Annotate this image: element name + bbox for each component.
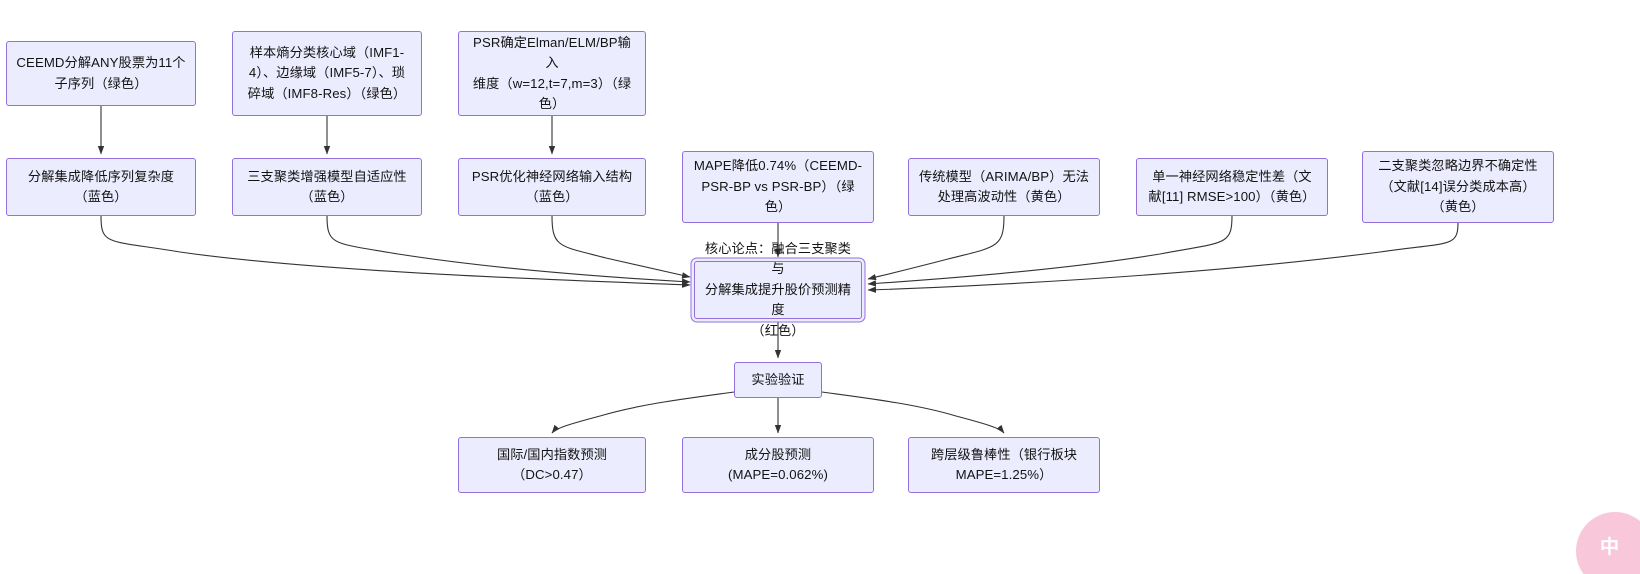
edge-m1-core	[100, 215, 691, 288]
edge-m5-core	[867, 215, 1005, 281]
edge-exp-b1	[551, 391, 735, 434]
node-index-prediction[interactable]: 国际/国内指数预测 （DC>0.47）	[458, 437, 646, 493]
node-ceemd-decomposition[interactable]: CEEMD分解ANY股票为11个 子序列（绿色）	[6, 41, 196, 106]
edge-m7-core	[867, 222, 1459, 293]
node-single-nn-instability[interactable]: 单一神经网络稳定性差（文 献[11] RMSE>100）（黄色）	[1136, 158, 1328, 216]
watermark-text: 中	[1599, 536, 1619, 558]
edge-m2-core	[326, 215, 691, 285]
watermark-badge: 中	[1576, 512, 1640, 574]
edge-m6-core	[867, 215, 1233, 287]
node-cross-level-robustness[interactable]: 跨层级鲁棒性（银行板块 MAPE=1.25%）	[908, 437, 1100, 493]
node-constituent-stock-prediction[interactable]: 成分股预测 (MAPE=0.062%)	[682, 437, 874, 493]
node-traditional-model-limitation[interactable]: 传统模型（ARIMA/BP）无法 处理高波动性（黄色）	[908, 158, 1100, 216]
edge-m3-core	[551, 215, 691, 279]
node-psr-optimizes-nn-input[interactable]: PSR优化神经网络输入结构 （蓝色）	[458, 158, 646, 216]
edge-exp-b3	[821, 391, 1005, 434]
node-core-thesis[interactable]: 核心论点：融合三支聚类与 分解集成提升股价预测精度 （红色）	[694, 241, 862, 338]
node-three-way-clustering-adaptivity[interactable]: 三支聚类增强模型自适应性 （蓝色）	[232, 158, 422, 216]
node-decomposition-reduces-complexity[interactable]: 分解集成降低序列复杂度 （蓝色）	[6, 158, 196, 216]
node-experiment-validation[interactable]: 实验验证	[734, 362, 822, 398]
node-sample-entropy-classification[interactable]: 样本熵分类核心域（IMF1- 4）、边缘域（IMF5-7）、琐 碎域（IMF8-…	[232, 31, 422, 116]
node-mape-reduction[interactable]: MAPE降低0.74%（CEEMD- PSR-BP vs PSR-BP）（绿 色…	[682, 151, 874, 223]
node-two-way-clustering-boundary[interactable]: 二支聚类忽略边界不确定性 （文献[14]误分类成本高） （黄色）	[1362, 151, 1554, 223]
node-psr-input-dimension[interactable]: PSR确定Elman/ELM/BP输入 维度（w=12,t=7,m=3）（绿 色…	[458, 31, 646, 116]
